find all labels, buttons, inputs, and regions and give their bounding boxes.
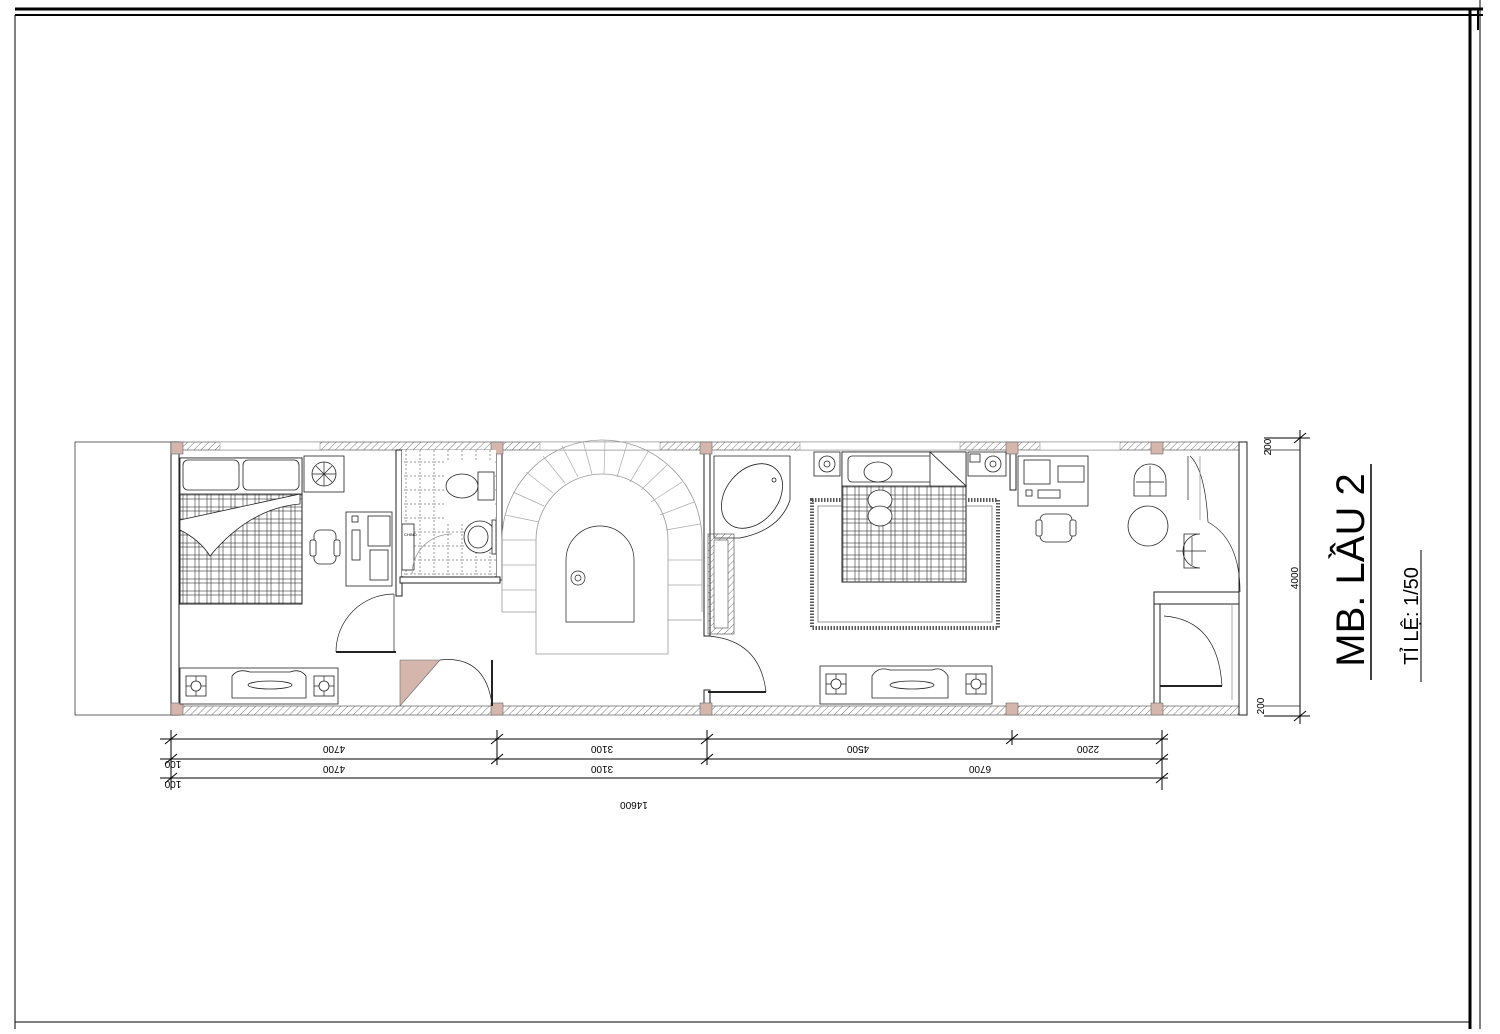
pillow <box>242 459 300 491</box>
blanket-fold <box>179 493 301 557</box>
study-area <box>1017 455 1241 700</box>
dim-3100-b: 3100 <box>590 763 613 774</box>
drawing-scale: TỈ LỆ: 1/50 <box>1400 567 1423 665</box>
dimension-lines: 4700 3100 4500 2200 4700 3100 6700 100 1… <box>160 730 1169 810</box>
door-swing <box>335 593 395 653</box>
dim-4000: 4000 <box>1290 566 1301 589</box>
spiral-staircase <box>501 439 703 655</box>
dim-total-14600: 14600 <box>620 799 648 810</box>
bathroom-1: CHIND <box>401 450 497 706</box>
sheet-border <box>14 0 1483 1029</box>
bedroom-1 <box>179 455 396 705</box>
cushion <box>867 505 893 527</box>
porch-outline <box>74 441 172 716</box>
dim-200-top: 200 <box>1263 438 1274 455</box>
keyboard-icon <box>1037 489 1061 499</box>
structural-columns <box>170 441 1164 716</box>
pillow <box>182 459 240 491</box>
vertical-dimensions: 200 4000 200 <box>1256 430 1310 724</box>
dim-100-b: 100 <box>164 778 181 789</box>
monitor-icon <box>1023 459 1051 485</box>
bedroom-2 <box>810 451 1007 705</box>
toilet <box>445 473 479 499</box>
dim-3100-a: 3100 <box>590 743 613 754</box>
office-chair <box>1039 513 1073 543</box>
dim-200-bottom: 200 <box>1256 697 1267 714</box>
cushion <box>863 461 893 483</box>
office-chair <box>313 529 337 565</box>
round-table <box>1127 505 1169 547</box>
chair <box>1182 533 1201 569</box>
dim-4700-b: 4700 <box>322 763 345 774</box>
shower-tag: CHIND <box>404 532 417 537</box>
dim-4500: 4500 <box>846 743 869 754</box>
interior-walls <box>395 449 1240 707</box>
monitor-icon <box>367 515 391 547</box>
keyboard-icon <box>351 529 361 561</box>
bathroom-2 <box>707 455 791 693</box>
dim-6700: 6700 <box>968 763 991 774</box>
dim-2200: 2200 <box>1076 743 1099 754</box>
dim-100-a: 100 <box>164 758 181 769</box>
drawing-title: MB. LẦU 2 <box>1327 473 1373 666</box>
shower-unit <box>401 523 415 571</box>
dim-4700-a: 4700 <box>322 743 345 754</box>
title-block: MB. LẦU 2 TỈ LỆ: 1/50 <box>1327 464 1423 682</box>
